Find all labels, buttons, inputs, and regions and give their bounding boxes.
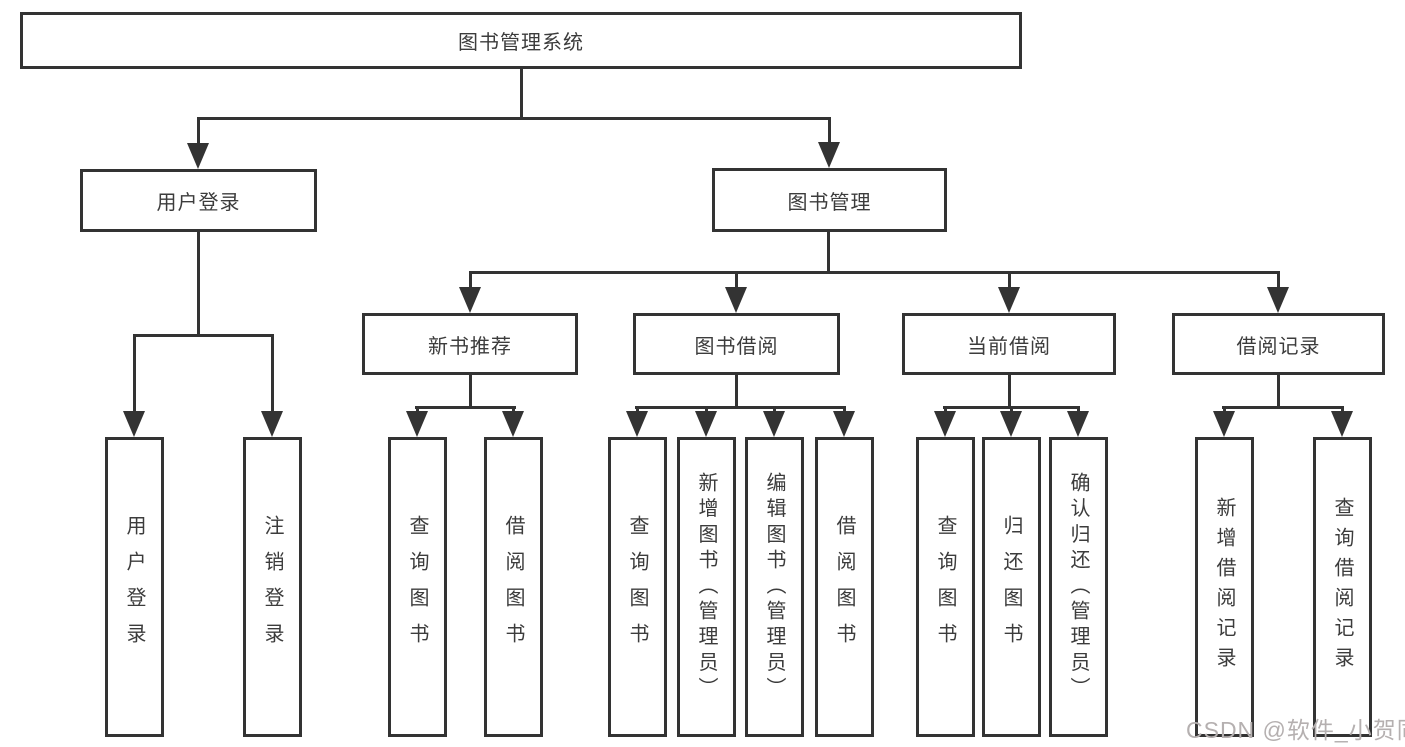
connector-g3-rail — [635, 406, 846, 409]
leaf-edit-books-admin-label: 编辑图书（管理员） — [763, 471, 785, 703]
arrow-down-icon — [1067, 411, 1089, 437]
csdn-watermark: CSDN @软件_小贺同学 — [1186, 717, 1405, 743]
arrow-down-icon — [1331, 411, 1353, 437]
leaf-return-books: 归还图书 — [982, 437, 1041, 737]
node-root: 图书管理系统 — [20, 12, 1022, 69]
node-root-label: 图书管理系统 — [458, 32, 584, 54]
arrow-down-icon — [763, 411, 785, 437]
connector-l3-shaft-2 — [735, 271, 738, 291]
connector-user-login-drop — [197, 231, 200, 337]
node-new-book-recommend: 新书推荐 — [362, 313, 578, 375]
arrow-down-icon — [1267, 287, 1289, 313]
node-book-management-label: 图书管理 — [787, 191, 872, 214]
arrow-down-icon — [123, 411, 145, 437]
node-user-login-label: 用户登录 — [156, 192, 241, 214]
leaf-logout-label: 注销登录 — [261, 515, 283, 659]
leaf-query-books-recommend: 查询图书 — [388, 437, 447, 737]
leaf-edit-books-admin: 编辑图书（管理员） — [745, 437, 804, 737]
connector-g2-rail — [415, 406, 516, 409]
node-book-borrow-label: 图书借阅 — [694, 335, 779, 358]
node-borrow-records-label: 借阅记录 — [1236, 335, 1321, 358]
leaf-add-borrow-record-label: 新增借阅记录 — [1213, 497, 1235, 677]
connector-user-login-shaft — [197, 117, 200, 147]
leaf-user-login-label: 用户登录 — [123, 515, 145, 659]
connector-g4-drop — [1008, 374, 1011, 409]
connector-book-mgmt-shaft — [828, 117, 831, 147]
leaf-return-books-label: 归还图书 — [1000, 515, 1022, 659]
connector-g1-rail — [133, 334, 274, 337]
arrow-down-icon — [459, 287, 481, 313]
leaf-user-login: 用户登录 — [105, 437, 164, 737]
arrow-down-icon — [818, 142, 840, 168]
connector-g5-drop — [1277, 374, 1280, 409]
connector-g1-shaft-2 — [271, 334, 274, 414]
leaf-add-books-admin-label: 新增图书（管理员） — [695, 471, 717, 703]
node-user-login: 用户登录 — [80, 169, 317, 232]
node-borrow-records: 借阅记录 — [1172, 313, 1385, 375]
connector-level3-rail — [469, 271, 1280, 274]
arrow-down-icon — [261, 411, 283, 437]
node-book-borrow: 图书借阅 — [633, 313, 840, 375]
leaf-borrow-books-label: 借阅图书 — [833, 515, 855, 659]
leaf-query-books-borrow: 查询图书 — [608, 437, 667, 737]
leaf-add-books-admin: 新增图书（管理员） — [677, 437, 736, 737]
arrow-down-icon — [1213, 411, 1235, 437]
leaf-query-books-current-label: 查询图书 — [934, 515, 956, 659]
connector-root-drop — [520, 68, 523, 118]
arrow-down-icon — [725, 287, 747, 313]
node-book-management: 图书管理 — [712, 168, 947, 232]
leaf-logout: 注销登录 — [243, 437, 302, 737]
arrow-down-icon — [695, 411, 717, 437]
node-current-borrow: 当前借阅 — [902, 313, 1116, 375]
connector-l3-shaft-1 — [469, 271, 472, 291]
connector-l3-shaft-4 — [1277, 271, 1280, 291]
leaf-confirm-return-admin: 确认归还（管理员） — [1049, 437, 1108, 737]
connector-g3-drop — [735, 374, 738, 409]
leaf-query-books-current: 查询图书 — [916, 437, 975, 737]
arrow-down-icon — [1000, 411, 1022, 437]
connector-l3-shaft-3 — [1008, 271, 1011, 291]
node-new-book-recommend-label: 新书推荐 — [428, 335, 512, 358]
leaf-borrow-books-recommend: 借阅图书 — [484, 437, 543, 737]
arrow-down-icon — [187, 143, 209, 169]
connector-g5-rail — [1222, 406, 1344, 409]
leaf-confirm-return-admin-label: 确认归还（管理员） — [1067, 471, 1089, 703]
leaf-query-books-recommend-label: 查询图书 — [406, 515, 428, 659]
connector-level2-rail — [197, 117, 830, 120]
arrow-down-icon — [502, 411, 524, 437]
connector-book-mgmt-drop — [827, 231, 830, 274]
leaf-query-books-borrow-label: 查询图书 — [626, 515, 648, 659]
arrow-down-icon — [934, 411, 956, 437]
leaf-query-borrow-record-label: 查询借阅记录 — [1331, 497, 1353, 677]
leaf-query-borrow-record: 查询借阅记录 — [1313, 437, 1372, 737]
node-current-borrow-label: 当前借阅 — [967, 335, 1051, 358]
arrow-down-icon — [406, 411, 428, 437]
connector-g2-drop — [469, 374, 472, 409]
connector-g1-shaft-1 — [133, 334, 136, 414]
arrow-down-icon — [833, 411, 855, 437]
leaf-add-borrow-record: 新增借阅记录 — [1195, 437, 1254, 737]
arrow-down-icon — [998, 287, 1020, 313]
leaf-borrow-books: 借阅图书 — [815, 437, 874, 737]
arrow-down-icon — [626, 411, 648, 437]
leaf-borrow-books-recommend-label: 借阅图书 — [502, 515, 524, 659]
